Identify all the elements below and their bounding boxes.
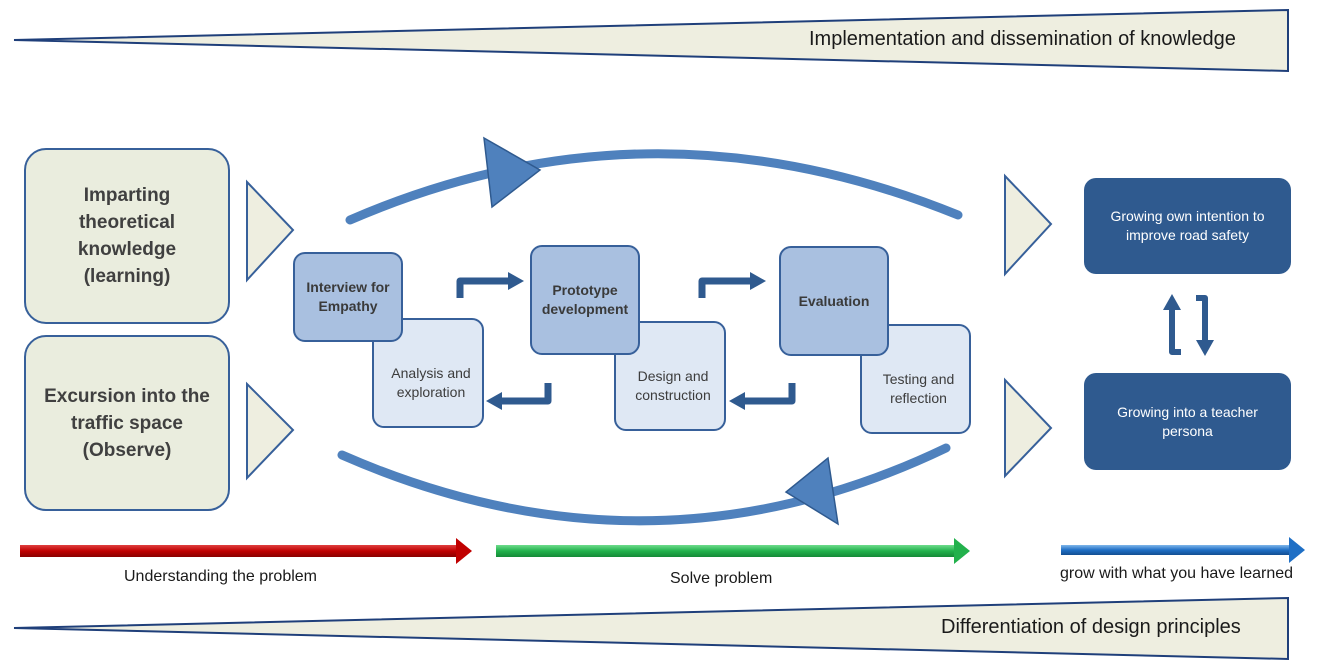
step-prototype-label: Prototype development <box>541 282 629 317</box>
exchange-arrow-up-head <box>1163 294 1181 310</box>
phase-arrow-solve <box>496 538 970 564</box>
connector-back-2 <box>743 383 796 405</box>
input-triangle-2 <box>246 381 295 481</box>
cycle-arrowhead-bottom <box>784 456 839 526</box>
exchange-arrow-up <box>1169 308 1181 355</box>
outcome-road-safety: Growing own intention to improve road sa… <box>1084 178 1291 274</box>
step-interview-box: Interview for Empathy <box>293 252 403 342</box>
connector-back-1 <box>500 383 552 405</box>
outcome-teacher-persona-label: Growing into a teacher persona <box>1117 403 1258 439</box>
exchange-arrow-down <box>1196 295 1208 342</box>
input-box-excursion: Excursion into the traffic space (Observ… <box>24 335 230 511</box>
outcome-teacher-persona: Growing into a teacher persona <box>1084 373 1291 470</box>
cycle-arc-bottom <box>337 443 951 526</box>
connector-back-1-head <box>486 392 502 410</box>
phase-label-understanding: Understanding the problem <box>124 568 318 585</box>
connector-forward-1 <box>456 277 510 298</box>
exchange-arrow-down-head <box>1196 340 1214 356</box>
bottom-wedge <box>13 596 1289 661</box>
top-banner-text: Implementation and dissemination of know… <box>809 28 1236 50</box>
input-triangle-1 <box>246 179 295 283</box>
phase-arrow-understanding <box>20 538 472 564</box>
step-interview-label: Interview for Empathy <box>306 279 390 314</box>
step-analysis-label: Analysis and exploration <box>391 365 471 400</box>
outcome-road-safety-label: Growing own intention to improve road sa… <box>1110 208 1265 243</box>
step-design-label: Design and construction <box>635 368 711 403</box>
step-testing-label: Testing and reflection <box>882 371 955 406</box>
phase-label-solve: Solve problem <box>670 570 773 587</box>
step-evaluation-label: Evaluation <box>798 292 870 309</box>
input-box-theory: Imparting theoretical knowledge (learnin… <box>24 148 230 324</box>
connector-forward-1-head <box>508 272 524 290</box>
step-prototype-box: Prototype development <box>530 245 640 355</box>
input-box-theory-label: Imparting theoretical knowledge (learnin… <box>77 185 177 287</box>
phase-arrow-grow <box>1061 537 1305 563</box>
cycle-arrowhead-top <box>483 136 542 209</box>
bottom-banner-text: Differentiation of design principles <box>941 616 1241 638</box>
output-triangle-2 <box>1004 377 1053 479</box>
phase-label-grow: grow with what you have learned <box>1060 565 1294 582</box>
top-wedge <box>13 8 1289 73</box>
output-triangle-1 <box>1004 173 1053 277</box>
connector-forward-2 <box>698 277 752 298</box>
cycle-arc-top <box>345 149 963 225</box>
input-box-excursion-label: Excursion into the traffic space (Observ… <box>44 385 210 461</box>
connector-back-2-head <box>729 392 745 410</box>
step-evaluation-box: Evaluation <box>779 246 889 356</box>
connector-forward-2-head <box>750 272 766 290</box>
